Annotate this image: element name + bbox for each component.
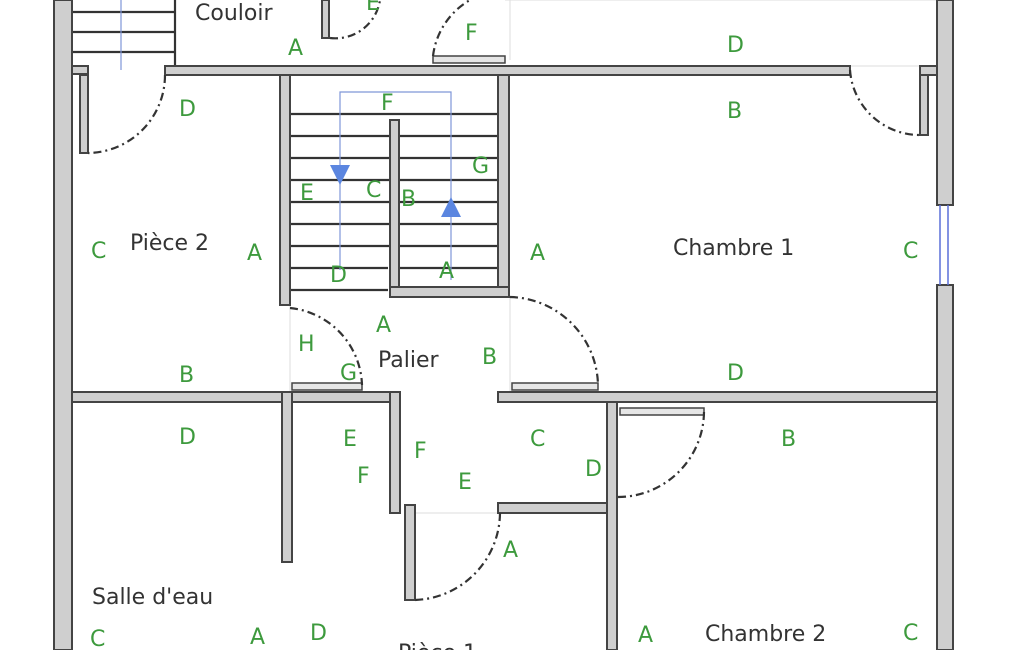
wall-label: B bbox=[781, 427, 796, 452]
wall-label: D bbox=[727, 33, 744, 58]
wall-labels: E A F D D B F G E C B C A D A A C A H G … bbox=[90, 0, 918, 650]
wall-label: C bbox=[91, 239, 106, 264]
wall-label: A bbox=[376, 313, 391, 338]
room-couloir: Couloir bbox=[195, 1, 273, 26]
room-salle-deau: Salle d'eau bbox=[92, 585, 213, 610]
wall-label: B bbox=[179, 363, 194, 388]
wall-label: G bbox=[340, 361, 357, 386]
wall-label: C bbox=[90, 627, 105, 650]
wall-label: C bbox=[366, 178, 381, 203]
wall-label: A bbox=[530, 241, 545, 266]
wall-label: E bbox=[458, 470, 472, 495]
wall-label: C bbox=[903, 621, 918, 646]
wall-label: D bbox=[310, 621, 327, 646]
wall-label: A bbox=[638, 623, 653, 648]
walls bbox=[53, 0, 954, 650]
door-swings bbox=[87, 0, 921, 602]
wall-label: D bbox=[179, 425, 196, 450]
wall-label: A bbox=[503, 538, 518, 563]
wall-label: D bbox=[727, 361, 744, 386]
room-piece-2: Pièce 2 bbox=[130, 231, 209, 256]
room-piece-1: Pièce 1 bbox=[398, 641, 477, 650]
wall-label: A bbox=[288, 36, 303, 61]
stair-down-arrow-icon bbox=[330, 165, 350, 185]
wall-label: A bbox=[247, 241, 262, 266]
wall-label: D bbox=[585, 457, 602, 482]
room-palier: Palier bbox=[378, 348, 440, 373]
wall-label: F bbox=[357, 464, 370, 489]
wall-label: B bbox=[401, 187, 416, 212]
wall-label: F bbox=[381, 91, 394, 116]
wall-label: E bbox=[300, 181, 314, 206]
wall-label: B bbox=[482, 345, 497, 370]
wall-label: G bbox=[472, 154, 489, 179]
wall-label: B bbox=[727, 99, 742, 124]
room-chambre-2: Chambre 2 bbox=[705, 622, 826, 647]
wall-label: H bbox=[298, 332, 315, 357]
wall-label: C bbox=[903, 239, 918, 264]
top-left-stair bbox=[72, 0, 177, 70]
wall-label: D bbox=[330, 263, 347, 288]
wall-label: E bbox=[366, 0, 380, 16]
wall-label: D bbox=[179, 97, 196, 122]
room-names: Couloir Pièce 2 Chambre 1 Palier Salle d… bbox=[92, 1, 826, 650]
room-chambre-1: Chambre 1 bbox=[673, 236, 794, 261]
stair-up-arrow-icon bbox=[441, 197, 461, 217]
wall-label: A bbox=[250, 625, 265, 650]
wall-label: A bbox=[439, 259, 454, 284]
wall-label: F bbox=[414, 439, 427, 464]
wall-label: C bbox=[530, 427, 545, 452]
wall-label: F bbox=[465, 21, 478, 46]
wall-label: E bbox=[343, 427, 357, 452]
